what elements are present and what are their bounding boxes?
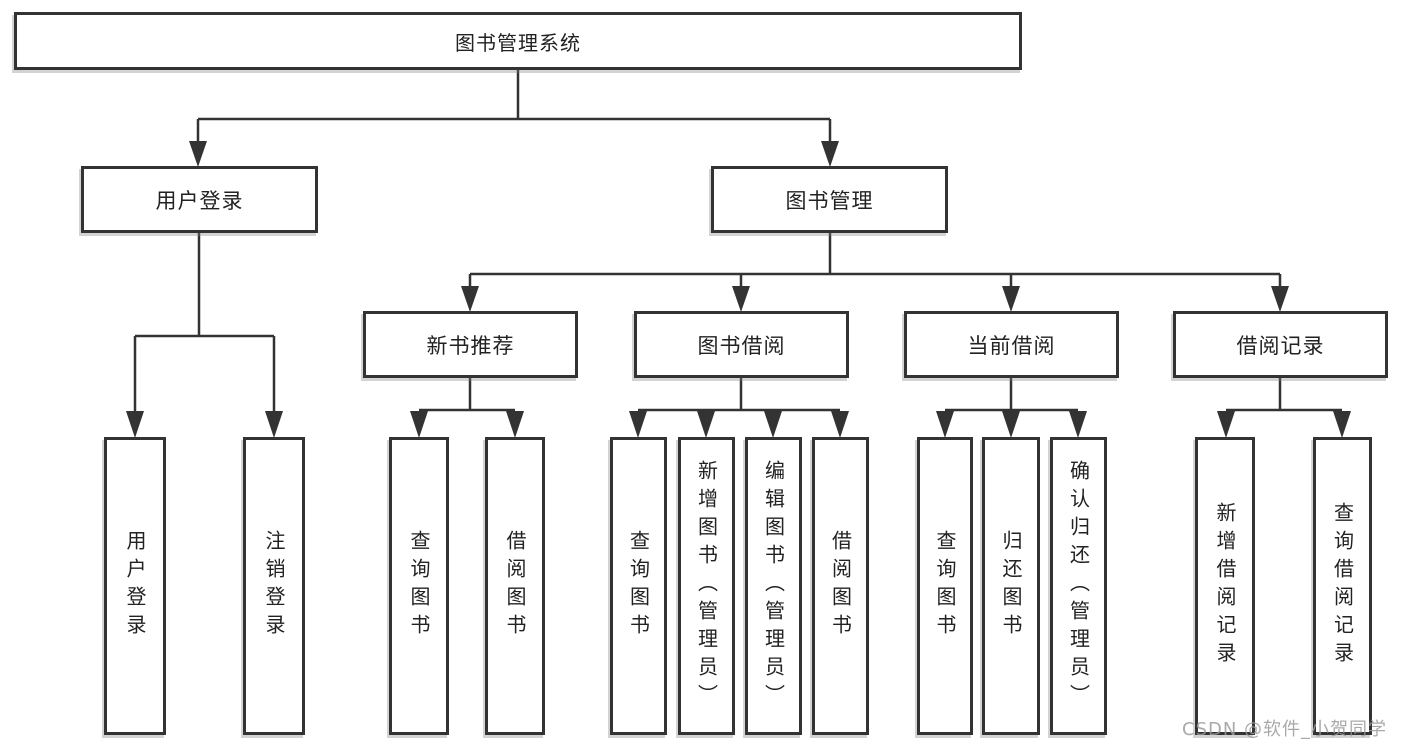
- node-label: 用户登录: [123, 530, 147, 642]
- node-label: 图书借阅: [697, 333, 786, 358]
- node-current-borrowing: 当前借阅: [904, 311, 1119, 378]
- node-library-management-system: 图书管理系统: [14, 12, 1022, 70]
- node-label: 新增图书（管理员）: [694, 460, 719, 712]
- connector-paths: [133, 70, 1342, 412]
- leaf-logout-login: 注销登录: [243, 437, 305, 735]
- arrowheads: [126, 141, 1351, 438]
- node-label: 借阅记录: [1236, 333, 1325, 358]
- leaf-query-borrow-record: 查询借阅记录: [1313, 437, 1372, 735]
- leaf-edit-books-admin: 编辑图书（管理员）: [745, 437, 802, 735]
- leaf-query-books-current: 查询图书: [917, 437, 973, 735]
- node-label: 图书管理系统: [455, 30, 581, 55]
- node-label: 用户登录: [155, 188, 244, 213]
- leaf-add-borrow-record: 新增借阅记录: [1195, 437, 1255, 735]
- leaf-add-books-admin: 新增图书（管理员）: [678, 437, 735, 735]
- leaf-borrow-books-recommend: 借阅图书: [485, 437, 545, 735]
- node-label: 图书管理: [785, 188, 874, 213]
- leaf-user-login: 用户登录: [104, 437, 166, 735]
- leaf-query-books-borrowing: 查询图书: [610, 437, 667, 735]
- node-label: 归还图书: [999, 530, 1023, 642]
- node-label: 编辑图书（管理员）: [761, 460, 786, 712]
- leaf-return-books: 归还图书: [982, 437, 1040, 735]
- watermark-text: CSDN @软件_小贺同学: [1182, 719, 1388, 740]
- node-label: 查询图书: [933, 530, 957, 642]
- node-label: 新书推荐: [426, 333, 515, 358]
- node-label: 查询图书: [626, 530, 651, 642]
- node-new-book-recommendation: 新书推荐: [363, 311, 578, 378]
- node-borrowing-records: 借阅记录: [1173, 311, 1388, 378]
- leaf-query-books-recommend: 查询图书: [389, 437, 449, 735]
- node-label: 查询图书: [407, 530, 431, 642]
- node-label: 查询借阅记录: [1330, 502, 1355, 670]
- node-label: 确认归还（管理员）: [1066, 460, 1091, 712]
- node-label: 借阅图书: [828, 530, 853, 642]
- node-user-login: 用户登录: [81, 166, 318, 233]
- node-label: 注销登录: [262, 530, 286, 642]
- node-label: 新增借阅记录: [1213, 502, 1237, 670]
- node-book-management: 图书管理: [711, 166, 948, 233]
- node-book-borrowing: 图书借阅: [634, 311, 849, 378]
- node-label: 借阅图书: [503, 530, 527, 642]
- node-label: 当前借阅: [967, 333, 1056, 358]
- leaf-confirm-return-admin: 确认归还（管理员）: [1050, 437, 1107, 735]
- leaf-borrow-books-borrowing: 借阅图书: [812, 437, 869, 735]
